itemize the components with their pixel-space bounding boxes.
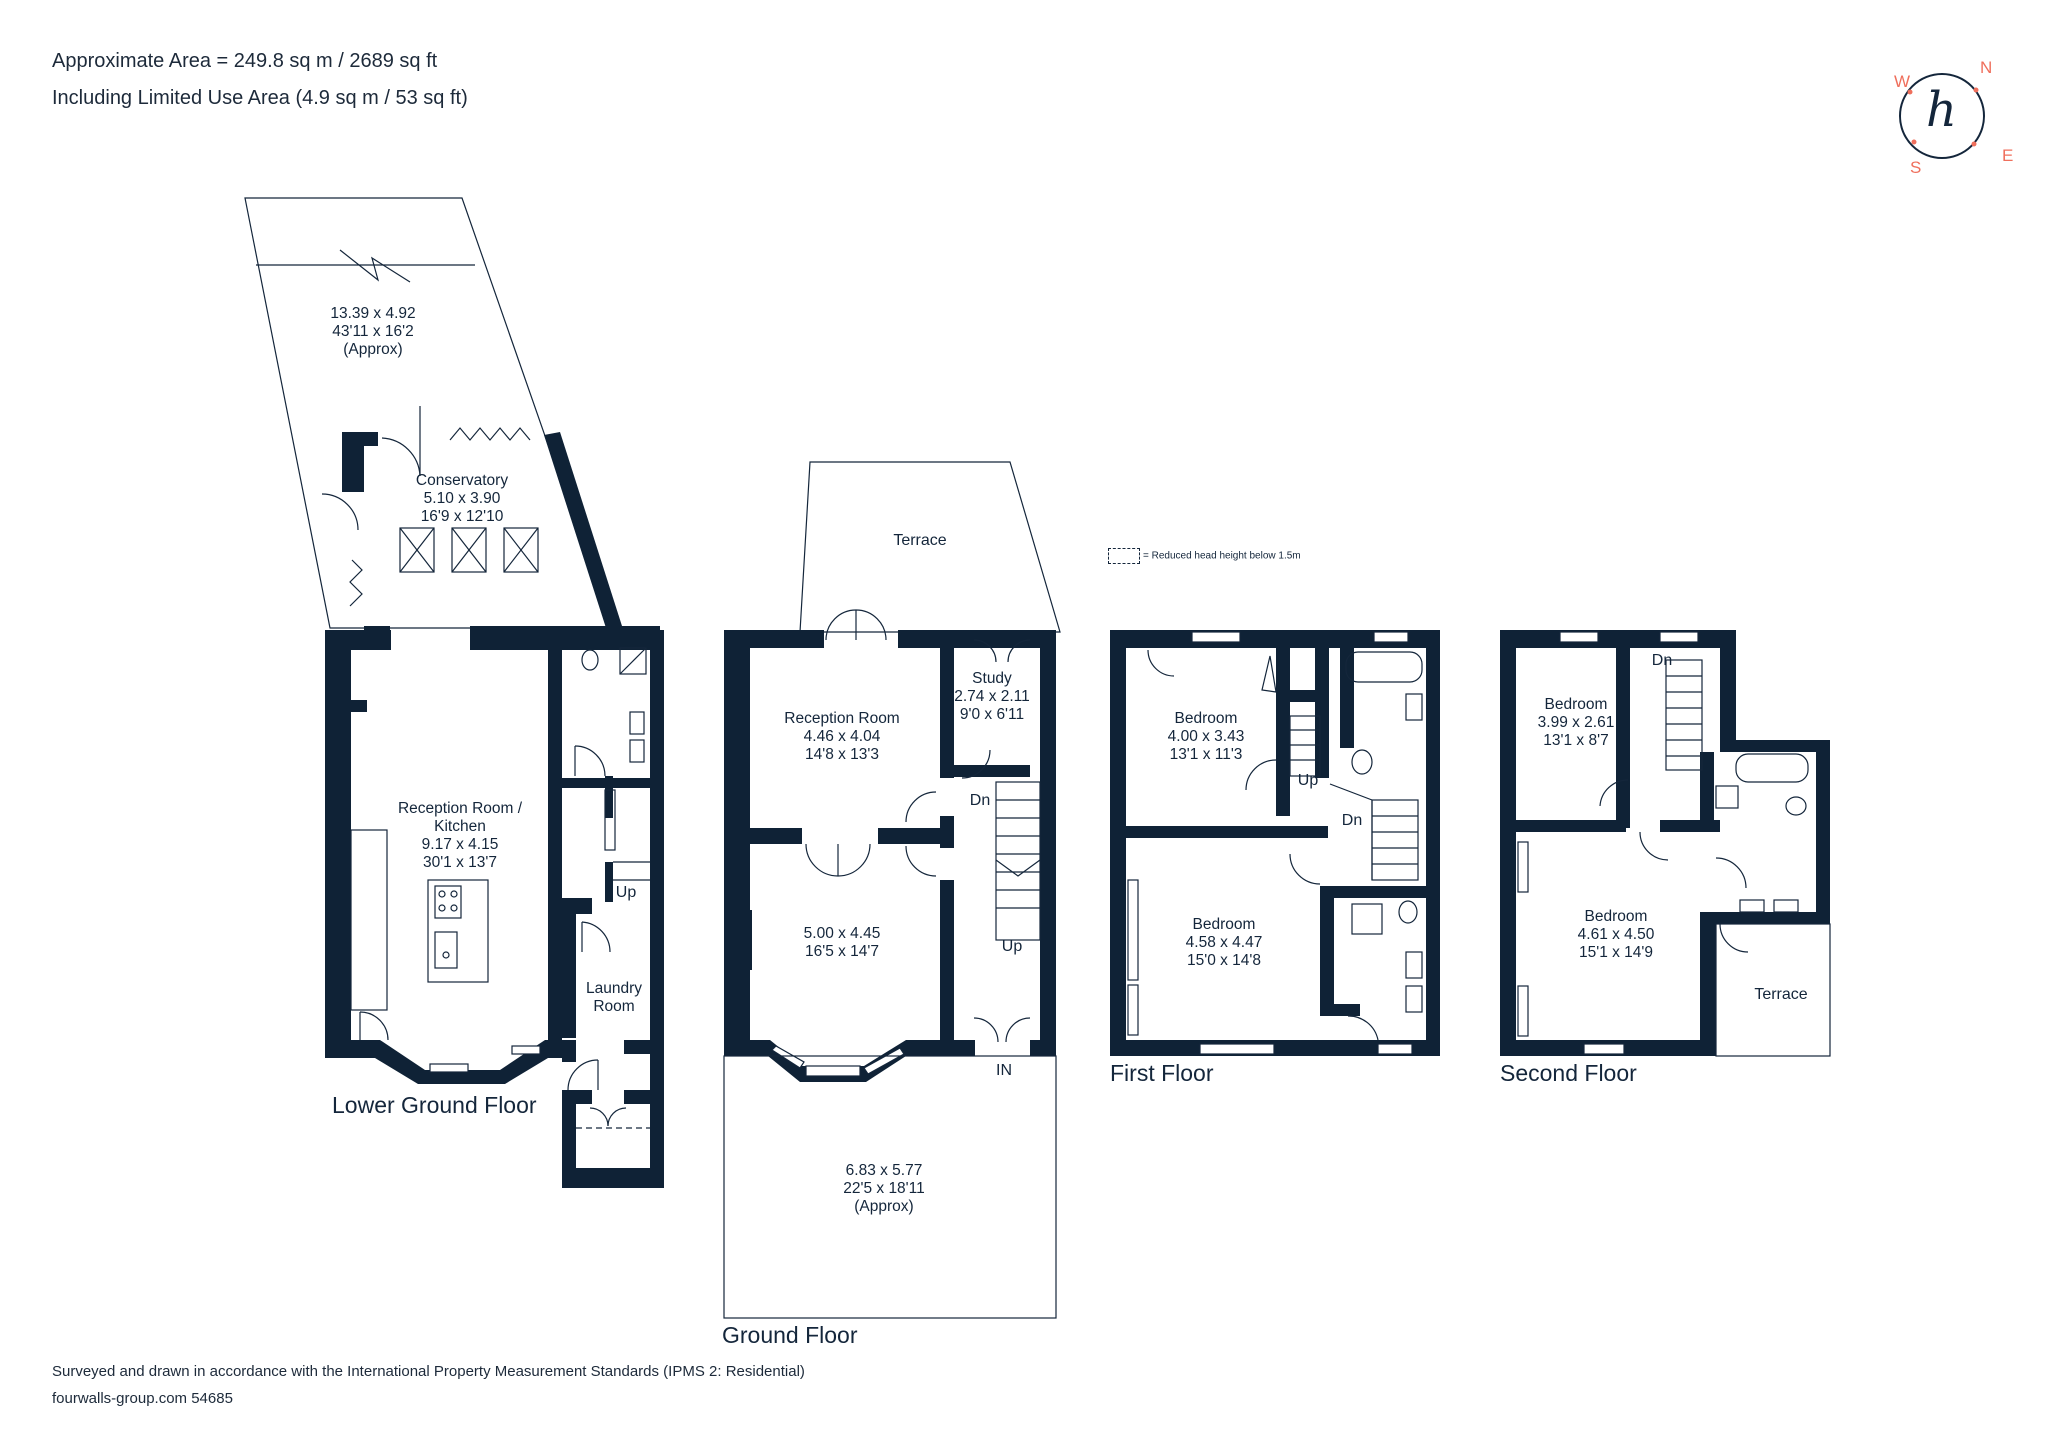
- reduced-height-icon: [1108, 548, 1140, 564]
- first-floor-plan: [1110, 630, 1440, 1056]
- bathtub-icon: [1345, 651, 1423, 683]
- kitchen-island: [427, 879, 489, 983]
- side-bifold-door: [349, 559, 363, 607]
- compass-west: W: [1894, 72, 1911, 91]
- skylights: [399, 527, 539, 573]
- first-bedroom-2-label: Bedroom 4.58 x 4.47 15'0 x 14'8: [1185, 916, 1263, 969]
- front-garden-dims: 6.83 x 5.77 22'5 x 18'11 (Approx): [843, 1162, 925, 1215]
- compass-north: N: [1980, 58, 1993, 77]
- ground-stair-dn-label: Dn: [969, 792, 991, 809]
- lower-ground-floor-plan: [244, 197, 664, 1188]
- entrance-in-label: IN: [996, 1062, 1012, 1079]
- study-label: Study 2.74 x 2.11 9'0 x 6'11: [954, 670, 1030, 723]
- second-bedroom-2-label: Bedroom 4.61 x 4.50 15'1 x 14'9: [1577, 908, 1655, 961]
- reference-note: fourwalls-group.com 54685: [52, 1390, 233, 1407]
- lower-stair-up-label: Up: [615, 884, 637, 901]
- compass-east: E: [2002, 146, 2014, 165]
- brand-h-logo: h: [1926, 82, 1957, 138]
- garden-dims: 13.39 x 4.92 43'11 x 16'2 (Approx): [330, 305, 416, 358]
- terrace-outline: [799, 461, 1061, 633]
- legend: = Reduced head height below 1.5m: [1108, 548, 1301, 564]
- garden-outline: [244, 197, 613, 629]
- first-stair-dn-label: Dn: [1341, 812, 1363, 829]
- kitchen-counter: [350, 829, 388, 1011]
- toilet-icon: [1351, 749, 1373, 775]
- toilet-icon: [581, 649, 599, 671]
- limited-area-text: Including Limited Use Area (4.9 sq m / 5…: [52, 87, 468, 109]
- compass-circle-icon: [1899, 73, 1985, 159]
- reception-room-label: Reception Room 4.46 x 4.04 14'8 x 13'3: [784, 710, 900, 763]
- second-bedroom-1-label: Bedroom 3.99 x 2.61 13'1 x 8'7: [1537, 696, 1615, 749]
- garden-steps: [339, 249, 411, 283]
- first-stair-up-label: Up: [1297, 772, 1319, 789]
- second-floor-plan: [1500, 630, 1831, 1057]
- total-area-text: Approximate Area = 249.8 sq m / 2689 sq …: [52, 50, 438, 72]
- first-floor-title: First Floor: [1110, 1060, 1214, 1086]
- lower-ground-floor-title: Lower Ground Floor: [332, 1092, 537, 1118]
- bifold-door: [449, 427, 531, 441]
- kitchen-label: Reception Room / Kitchen 9.17 x 4.15 30'…: [397, 800, 523, 871]
- front-garden-outline: [723, 1055, 1057, 1319]
- bathtub-icon: [1735, 753, 1809, 783]
- laundry-label: Laundry Room: [585, 980, 643, 1015]
- survey-note: Surveyed and drawn in accordance with th…: [52, 1363, 805, 1380]
- first-bedroom-1-label: Bedroom 4.00 x 3.43 13'1 x 11'3: [1167, 710, 1245, 763]
- reception-room-2-label: 5.00 x 4.45 16'5 x 14'7: [803, 925, 881, 960]
- shower-tray-icon: [619, 647, 647, 675]
- hob-icon: [434, 885, 462, 919]
- first-stair-up: [1289, 715, 1321, 777]
- toilet-icon: [1785, 796, 1807, 816]
- first-stair-down: [1371, 799, 1419, 881]
- conservatory-label: Conservatory 5.10 x 3.90 16'9 x 12'10: [415, 472, 509, 525]
- second-terrace-label: Terrace: [1754, 986, 1808, 1003]
- second-floor-title: Second Floor: [1500, 1060, 1637, 1086]
- ground-stair: [995, 781, 1041, 941]
- compass-south: S: [1910, 158, 1922, 177]
- second-terrace-outline: [1715, 923, 1831, 1057]
- legend-text: = Reduced head height below 1.5m: [1143, 550, 1301, 562]
- sink-icon: [434, 931, 458, 969]
- compass-logo: N W E S h: [1880, 58, 2020, 178]
- second-stair-dn-label: Dn: [1651, 652, 1673, 669]
- ground-floor-title: Ground Floor: [722, 1322, 858, 1348]
- ground-stair-up-label: Up: [1001, 938, 1023, 955]
- shower-tray-icon: [1351, 903, 1383, 935]
- shower-icon: [1715, 785, 1739, 809]
- terrace-label: Terrace: [893, 532, 947, 549]
- ground-floor-plan: [723, 461, 1061, 1319]
- second-stair: [1665, 659, 1703, 771]
